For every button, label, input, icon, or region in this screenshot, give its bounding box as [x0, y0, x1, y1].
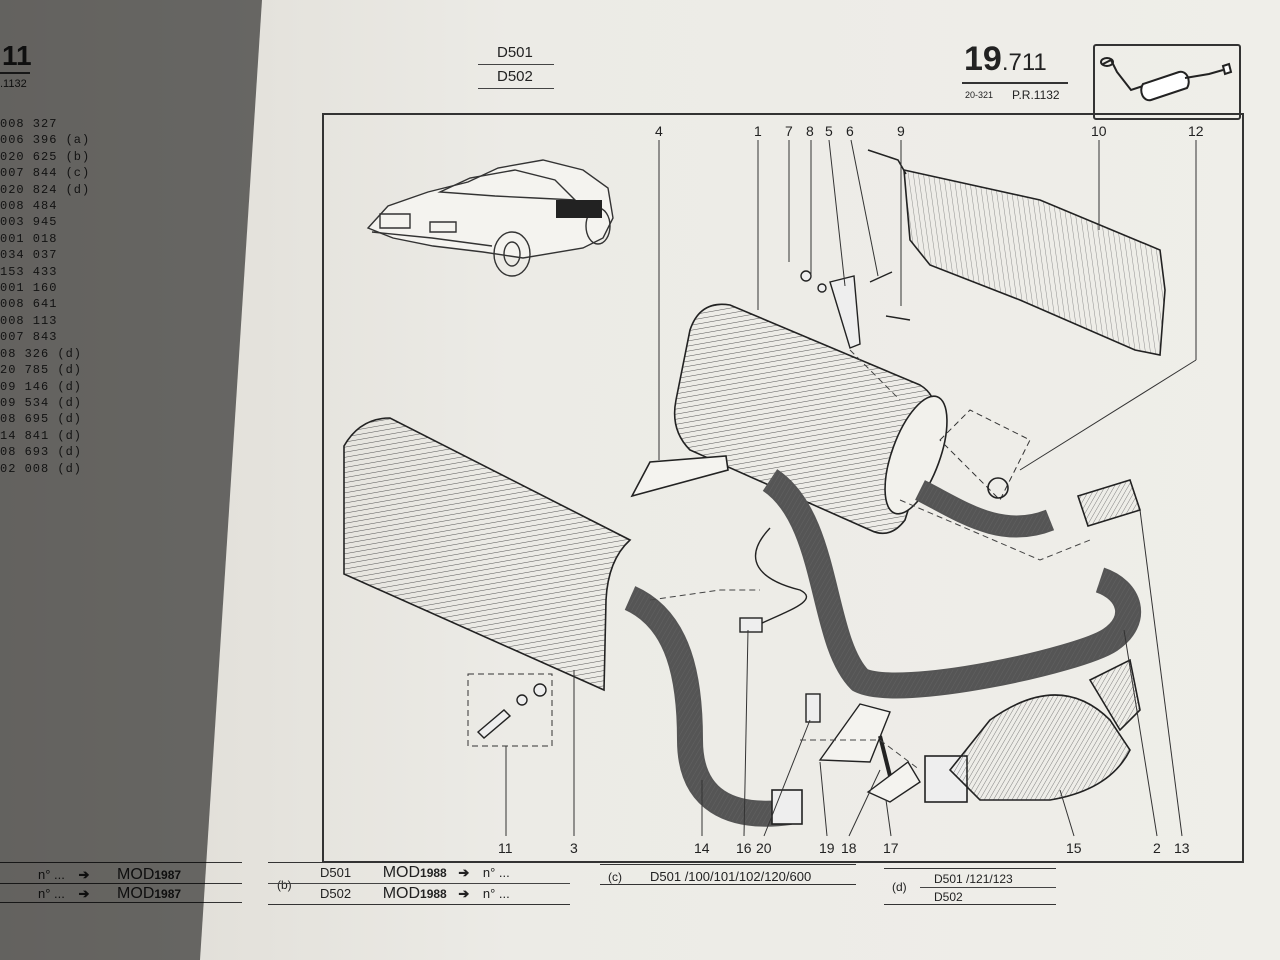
car-exhaust-highlight: [556, 200, 602, 218]
footer-b-row-2-model: D502: [320, 886, 352, 901]
footer-left-row-1-mod: MOD: [117, 866, 155, 883]
bracket-plate: [630, 455, 729, 498]
page-ref-left: 20-321: [965, 90, 994, 100]
footer-c-text: D501 /100/101/102/120/600: [650, 869, 812, 884]
callout-9: 9: [897, 123, 905, 139]
footer-left-row-1-no: n° ...: [38, 867, 65, 882]
footer-left-row-1: n° ... ➔ MOD1987: [4, 866, 181, 884]
footer-left-row-2-mod: MOD: [117, 885, 155, 902]
callout-20: 20: [756, 840, 772, 856]
pipe-flange: [771, 789, 803, 825]
mounting-hardware: [800, 270, 911, 349]
footer-b-row-1-mod: MOD: [382, 864, 421, 881]
page-ref-right: P.R.1132: [1012, 88, 1060, 102]
page-number-big: 19: [964, 40, 1002, 78]
callout-18: 18: [841, 840, 857, 856]
page-number-rule: [962, 82, 1068, 84]
callout-4: 4: [655, 123, 663, 139]
fastener-parts: [476, 683, 547, 739]
oxygen-sensor: [739, 617, 763, 633]
callout-1: 1: [754, 123, 762, 139]
callout-7: 7: [785, 123, 793, 139]
callout-11: 11: [498, 840, 513, 856]
footer-d-rule-top: [884, 868, 1056, 869]
footer-left-rule-mid: [0, 883, 242, 884]
footer-left-row-2-year: 1987: [154, 887, 182, 901]
model-code-top: D501: [497, 44, 533, 61]
model-header-rule-bottom: [478, 88, 554, 89]
footer-left-row-2: n° ... ➔ MOD1987: [4, 885, 181, 903]
footer-c-rule-top: [600, 864, 856, 865]
footer-d-row-2: D502: [934, 890, 963, 904]
clamp-detail-box: [939, 409, 1031, 501]
callout-6: 6: [846, 123, 854, 139]
fastener-detail-box: [467, 673, 553, 747]
model-header-rule: [478, 64, 554, 65]
footer-b-row-2-year: 1988: [420, 887, 447, 901]
footer-b-row-2: D502 MOD1988 ➔ n° ...: [320, 885, 510, 903]
lower-mounting-hardware: [805, 693, 921, 803]
callout-15: 15: [1066, 840, 1082, 856]
footer-d-tag: (d): [892, 880, 907, 894]
callout-5: 5: [825, 123, 833, 139]
clamp-ring: [987, 477, 1009, 499]
catalytic-converter: [948, 658, 1141, 801]
callout-10: 10: [1091, 123, 1107, 139]
footer-b-rule-top: [268, 862, 570, 863]
footer-d-rule-mid: [920, 887, 1056, 888]
footer-left-rule-bottom: [0, 902, 242, 903]
tail-pipe: [1076, 479, 1142, 527]
footer-b-row-1: D501 MOD1988 ➔ n° ...: [320, 864, 510, 882]
callout-19: 19: [819, 840, 835, 856]
assembly-dashed-lines: [649, 349, 1091, 771]
footer-left-row-1-year: 1987: [154, 868, 182, 882]
footer-left-row-2-no: n° ...: [38, 886, 65, 901]
footer-b-rule-bottom: [268, 904, 570, 905]
exhaust-thumbnail-icon: [1093, 44, 1241, 120]
footer-b-row-1-model: D501: [320, 865, 352, 880]
arrow-right-icon: ➔: [458, 886, 470, 901]
footer-b-rule-mid: [268, 883, 570, 884]
footer-c-rule-bottom: [600, 884, 856, 885]
callout-13: 13: [1174, 840, 1190, 856]
footer-left-rule-top: [0, 862, 242, 863]
callout-14: 14: [694, 840, 710, 856]
page-number-main: 19.711: [964, 40, 1047, 79]
footer-b-row-1-no: n° ...: [482, 865, 510, 880]
diagram-frame: [322, 113, 1244, 863]
callout-leader-lines: [505, 139, 1197, 837]
page-number-small: .711: [1001, 49, 1047, 76]
muffler: [673, 303, 948, 535]
heat-shield-upper: [867, 149, 1166, 356]
footer-d-row-1: D501 /121/123: [934, 872, 1013, 886]
callout-8: 8: [806, 123, 814, 139]
callout-16: 16: [736, 840, 752, 856]
callout-2: 2: [1153, 840, 1161, 856]
arrow-right-icon: ➔: [78, 867, 90, 882]
heat-shield-large: [343, 417, 632, 692]
footer-b-row-1-year: 1988: [420, 866, 447, 880]
footer-c-tag: (c): [608, 870, 622, 884]
arrow-right-icon: ➔: [458, 865, 470, 880]
callout-3: 3: [570, 840, 578, 856]
footer-b-row-2-no: n° ...: [482, 886, 510, 901]
arrow-right-icon: ➔: [78, 886, 90, 901]
model-code-bottom: D502: [497, 68, 533, 85]
footer-b-tag: (b): [277, 878, 292, 892]
footer-b-row-2-mod: MOD: [382, 885, 421, 902]
oxygen-sensor-cable: [754, 527, 808, 625]
callout-17: 17: [883, 840, 899, 856]
callout-12: 12: [1188, 123, 1204, 139]
exhaust-pipes: [624, 469, 1142, 827]
footer-d-rule-bottom: [884, 904, 1056, 905]
